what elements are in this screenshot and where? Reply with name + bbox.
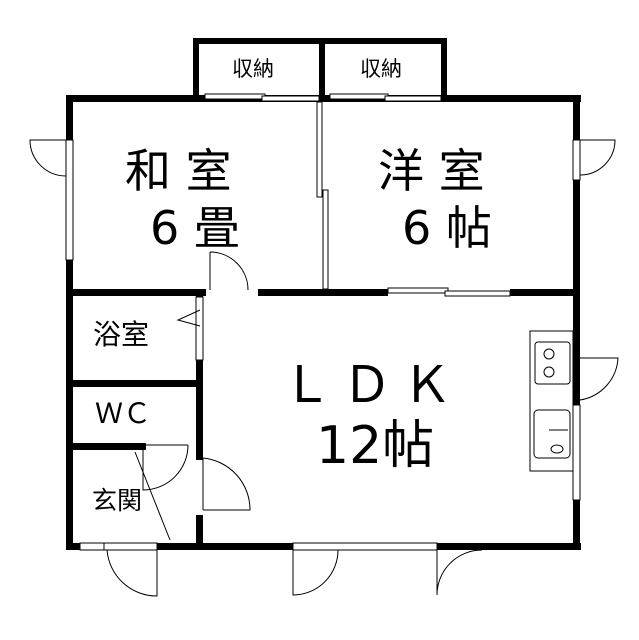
washitsu-size: 6 畳 (150, 201, 240, 255)
storage-right-label: 収納 (360, 57, 402, 81)
ldk-size: 12帖 (316, 416, 435, 476)
washitsu-name: 和 室 (125, 144, 232, 198)
wc-label: ＷＣ (95, 397, 152, 430)
door-swings (29, 139, 619, 597)
walls (66, 38, 581, 550)
youshitsu-name: 洋 室 (378, 144, 485, 198)
storage-left-label: 収納 (232, 57, 274, 81)
bath-label: 浴室 (93, 318, 150, 351)
ldk-name: ＬＤＫ (282, 356, 462, 414)
youshitsu-size: 6 帖 (402, 201, 492, 255)
entrance-label: 玄関 (92, 486, 143, 515)
windows-and-doors (65, 93, 581, 551)
